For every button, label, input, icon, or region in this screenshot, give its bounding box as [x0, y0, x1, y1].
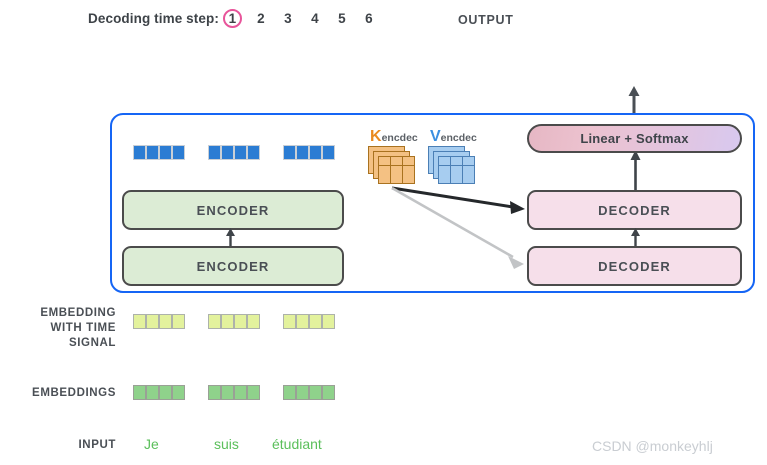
encoder-bottom-label: ENCODER: [196, 258, 270, 274]
cell: [133, 314, 146, 329]
cell: [159, 314, 172, 329]
cell: [296, 314, 309, 329]
embeddings-bar-3: [283, 385, 335, 400]
input-token-3: étudiant: [272, 436, 322, 452]
v-encdec-matrix-stack-icon: [428, 146, 480, 188]
decoding-step-1[interactable]: 1: [222, 8, 242, 28]
decoder-bottom-label: DECODER: [598, 258, 671, 274]
decoding-time-step-row: Decoding time step: 1 2 3 4 5 6: [88, 8, 379, 28]
cell: [172, 385, 185, 400]
cell: [133, 385, 146, 400]
cell: [208, 314, 221, 329]
decoding-time-step-label: Decoding time step:: [88, 10, 219, 26]
cell: [234, 385, 247, 400]
decoding-step-3[interactable]: 3: [284, 10, 292, 26]
decoder-top-label: DECODER: [598, 202, 671, 218]
v-subscript: encdec: [440, 132, 477, 144]
cell: [159, 385, 172, 400]
input-token-2: suis: [214, 436, 239, 452]
k-letter: K: [370, 128, 382, 145]
embedding-time-bar-3: [283, 314, 335, 329]
cell: [322, 145, 335, 160]
cell: [247, 145, 260, 160]
encoder-output-bar-1: [133, 145, 185, 160]
cell: [296, 145, 309, 160]
cell: [159, 145, 172, 160]
cell: [309, 385, 322, 400]
cell: [322, 385, 335, 400]
cell: [146, 385, 159, 400]
decoder-connector-arrow-icon: [629, 228, 642, 252]
label-line-1: EMBEDDING: [40, 307, 116, 319]
encoder-block-bottom[interactable]: ENCODER: [122, 246, 344, 286]
decoding-step-6[interactable]: 6: [365, 10, 373, 26]
embeddings-bar-2: [208, 385, 260, 400]
embeddings-bar-1: [133, 385, 185, 400]
watermark: CSDN @monkeyhlj: [592, 438, 713, 454]
input-token-1: Je: [144, 436, 159, 452]
output-label: OUTPUT: [458, 13, 514, 27]
cell: [283, 385, 296, 400]
cell: [133, 145, 146, 160]
cell: [221, 385, 234, 400]
output-arrow-icon: [626, 86, 642, 121]
cell: [146, 145, 159, 160]
decoding-step-4[interactable]: 4: [311, 10, 319, 26]
embedding-with-time-signal-label: EMBEDDING WITH TIME SIGNAL: [8, 306, 116, 351]
linear-softmax-block[interactable]: Linear + Softmax: [527, 124, 742, 153]
encoder-connector-arrow-icon: [224, 228, 237, 252]
encoder-top-label: ENCODER: [196, 202, 270, 218]
cell: [309, 145, 322, 160]
label-line-2: WITH TIME: [50, 322, 116, 334]
cell: [208, 385, 221, 400]
embeddings-label: EMBEDDINGS: [32, 387, 116, 399]
embedding-time-bar-2: [208, 314, 260, 329]
k-subscript: encdec: [381, 132, 418, 144]
cell: [146, 314, 159, 329]
decoder-block-top[interactable]: DECODER: [527, 190, 742, 230]
decoding-step-5[interactable]: 5: [338, 10, 346, 26]
cell: [221, 314, 234, 329]
cell: [234, 314, 247, 329]
encoder-block-top[interactable]: ENCODER: [122, 190, 344, 230]
label-line-3: SIGNAL: [68, 337, 116, 349]
k-encdec-label: Kencdec: [370, 128, 418, 146]
cell: [322, 314, 335, 329]
k-encdec-matrix-stack-icon: [368, 146, 420, 188]
cell: [172, 145, 185, 160]
arrow-to-bottom-decoder: [391, 186, 524, 269]
attention-memory-arrows: [390, 186, 535, 276]
v-letter: V: [430, 128, 441, 145]
linear-softmax-label: Linear + Softmax: [580, 131, 689, 146]
input-label: INPUT: [78, 439, 116, 451]
cell: [283, 314, 296, 329]
cell: [172, 314, 185, 329]
cell: [247, 385, 260, 400]
cell: [208, 145, 221, 160]
cell: [309, 314, 322, 329]
cell: [247, 314, 260, 329]
decoding-step-2[interactable]: 2: [257, 10, 265, 26]
cell: [234, 145, 247, 160]
encoder-output-bar-3: [283, 145, 335, 160]
decoder-to-linear-arrow-icon: [629, 150, 642, 196]
v-encdec-label: Vencdec: [430, 128, 477, 146]
cell: [221, 145, 234, 160]
arrow-to-top-decoder: [391, 186, 525, 214]
embedding-time-bar-1: [133, 314, 185, 329]
cell: [296, 385, 309, 400]
decoder-block-bottom[interactable]: DECODER: [527, 246, 742, 286]
cell: [283, 145, 296, 160]
encoder-output-bar-2: [208, 145, 260, 160]
